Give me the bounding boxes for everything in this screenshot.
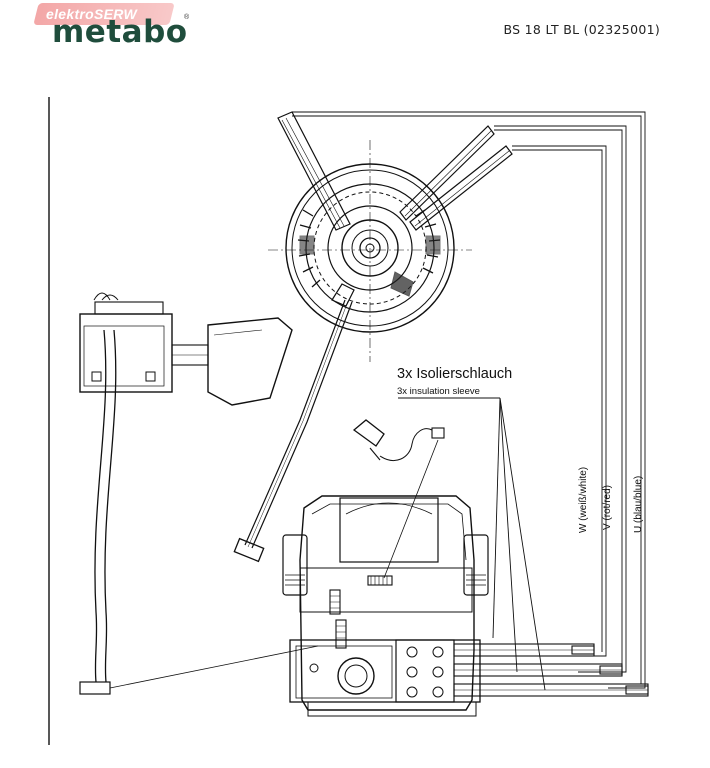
brand-logo: metabo: [52, 14, 188, 50]
sleeve-label-de: 3x Isolierschlauch: [397, 366, 513, 382]
trigger-switch: [79, 292, 319, 695]
wire-label-u: U (blau/blue): [633, 475, 644, 533]
phase-terminals: [453, 643, 649, 697]
wire-label-v: V (rot/red): [602, 484, 613, 530]
sleeve-callout-lines: [398, 397, 546, 691]
plug-connector: [352, 419, 445, 579]
wire-routes: [292, 111, 646, 689]
motor-assembly: [233, 111, 513, 563]
model-number: BS 18 LT BL (02325001): [503, 22, 660, 37]
registered-mark: ®: [184, 14, 190, 21]
electronics-module: [282, 495, 489, 717]
sleeve-label-en: 3x insulation sleeve: [397, 386, 480, 397]
wire-label-w: W (weiß/white): [578, 466, 589, 533]
